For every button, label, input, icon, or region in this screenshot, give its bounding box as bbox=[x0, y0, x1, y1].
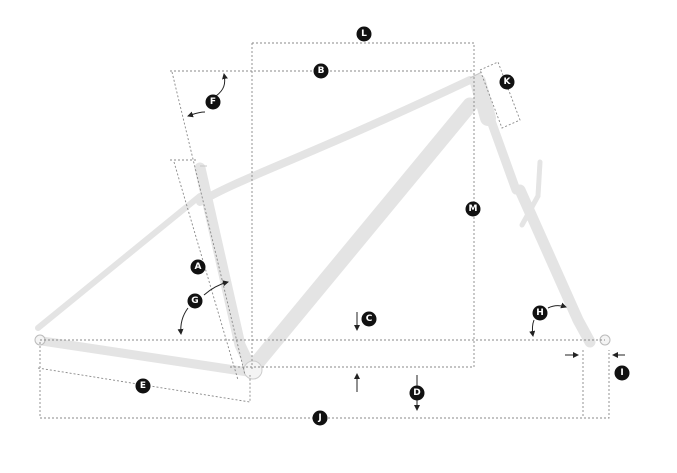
label-L: L bbox=[356, 26, 372, 42]
svg-text:H: H bbox=[536, 308, 544, 318]
fork-leg bbox=[514, 184, 596, 348]
svg-text:D: D bbox=[413, 388, 420, 398]
label-G: G bbox=[187, 293, 203, 309]
bike-frame bbox=[34, 71, 611, 380]
label-B: B bbox=[313, 63, 329, 79]
svg-text:C: C bbox=[366, 314, 373, 324]
down-tube bbox=[248, 97, 478, 372]
label-C: C bbox=[361, 311, 377, 327]
label-A: A bbox=[190, 259, 206, 275]
svg-text:F: F bbox=[210, 97, 216, 107]
label-H: H bbox=[532, 305, 548, 321]
chain-stay bbox=[37, 336, 253, 377]
svg-text:I: I bbox=[620, 368, 623, 378]
head-tube bbox=[470, 74, 496, 126]
fork-arch bbox=[519, 159, 543, 228]
seat-stay bbox=[35, 193, 203, 331]
svg-text:L: L bbox=[361, 29, 367, 39]
label-J: J bbox=[312, 410, 328, 426]
label-I: I bbox=[614, 365, 630, 381]
svg-text:K: K bbox=[504, 77, 512, 87]
svg-text:G: G bbox=[191, 296, 198, 306]
label-M: M bbox=[465, 201, 481, 217]
svg-text:B: B bbox=[318, 66, 325, 76]
svg-text:J: J bbox=[317, 413, 321, 423]
bottom-bracket bbox=[243, 360, 263, 380]
svg-text:E: E bbox=[140, 381, 146, 391]
top-tube bbox=[196, 76, 474, 206]
label-D: D bbox=[409, 385, 425, 401]
dimension-lines bbox=[37, 42, 610, 419]
label-F: F bbox=[205, 94, 221, 110]
svg-text:M: M bbox=[469, 204, 478, 214]
fork-steerer bbox=[485, 113, 521, 195]
svg-text:A: A bbox=[195, 262, 202, 272]
label-E: E bbox=[135, 378, 151, 394]
label-K: K bbox=[499, 74, 515, 90]
